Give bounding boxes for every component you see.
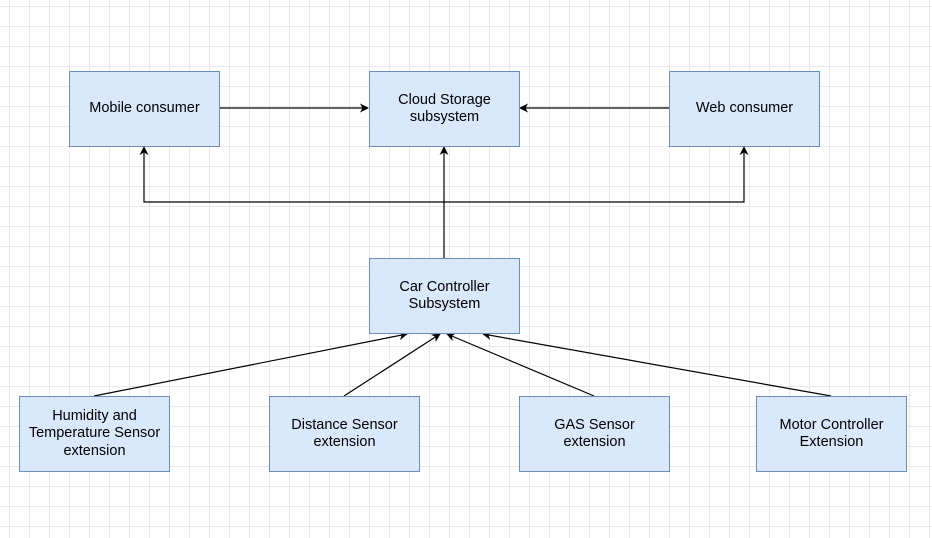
node-mobile-consumer[interactable]: Mobile consumer (69, 71, 220, 147)
node-car-controller-subsystem[interactable]: Car Controller Subsystem (369, 258, 520, 334)
edge-gas-to-car (446, 333, 595, 397)
edge-car-to-web (444, 146, 749, 203)
node-gas-sensor-extension[interactable]: GAS Sensor extension (519, 396, 670, 472)
node-cloud-storage-subsystem[interactable]: Cloud Storage subsystem (369, 71, 520, 147)
node-web-consumer[interactable]: Web consumer (669, 71, 820, 147)
edge-distance-to-car (343, 333, 441, 397)
edge-car-to-mobile (139, 146, 444, 203)
edge-motor-to-car (482, 330, 832, 397)
node-distance-sensor-extension[interactable]: Distance Sensor extension (269, 396, 420, 472)
edge-humidity-to-car (93, 331, 408, 397)
node-humidity-temperature-sensor-extension[interactable]: Humidity and Temperature Sensor extensio… (19, 396, 170, 472)
node-motor-controller-extension[interactable]: Motor Controller Extension (756, 396, 907, 472)
